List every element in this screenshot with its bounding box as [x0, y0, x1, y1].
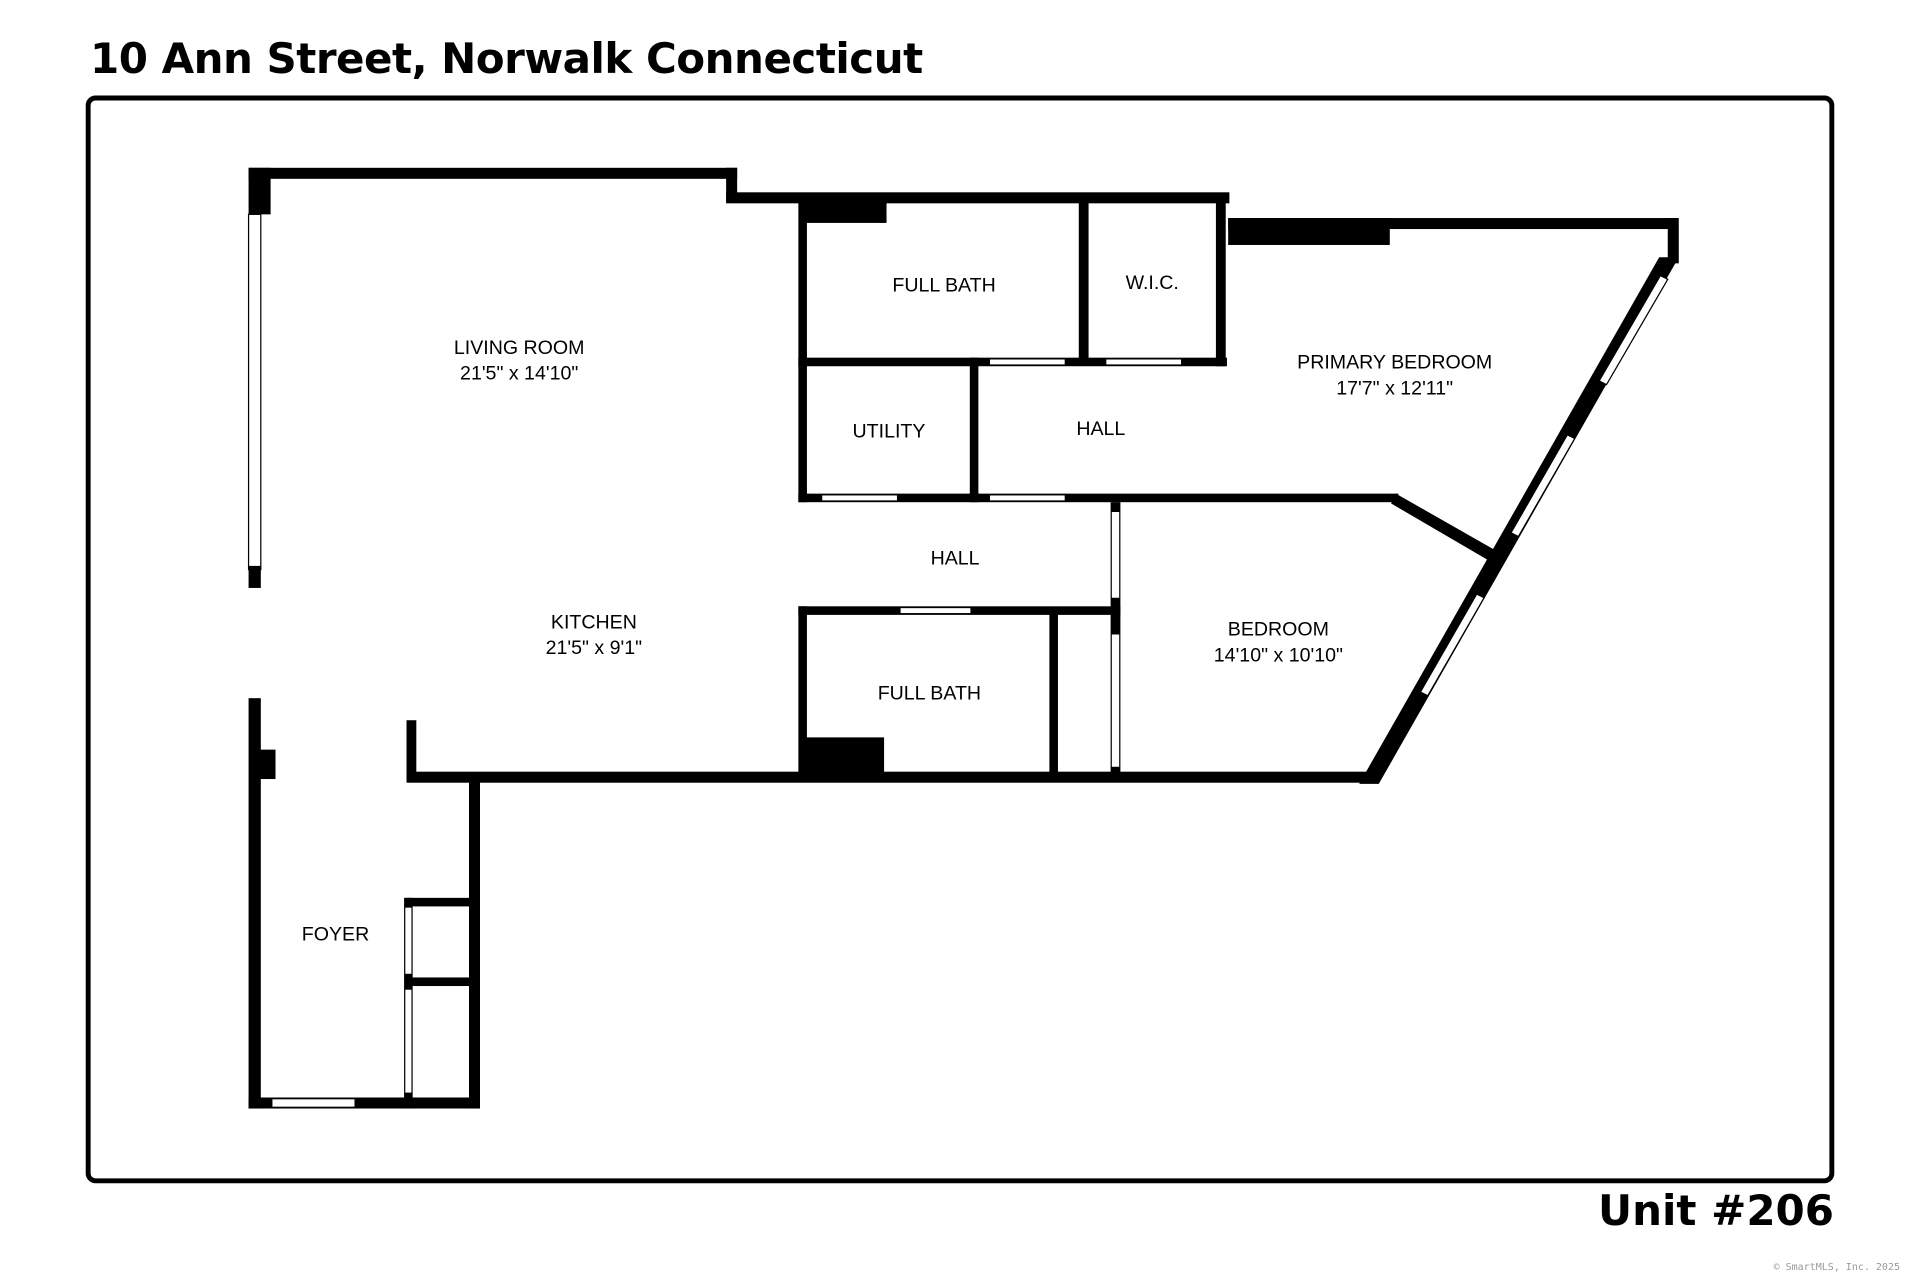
primary-bedroom-label: PRIMARY BEDROOM	[1297, 352, 1492, 374]
living-room-size: 21'5" x 14'10"	[460, 363, 578, 385]
kitchen-size: 21'5" x 9'1"	[546, 637, 643, 659]
living-room-label: LIVING ROOM	[454, 337, 585, 359]
copyright: © SmartMLS, Inc. 2025	[1773, 1262, 1900, 1273]
wic-label: W.I.C.	[1126, 272, 1179, 294]
page-title: 10 Ann Street, Norwalk Connecticut	[90, 34, 923, 83]
primary-bedroom-size: 17'7" x 12'11"	[1336, 377, 1453, 399]
kitchen-label: KITCHEN	[551, 611, 637, 633]
unit-number: Unit #206	[1598, 1186, 1834, 1235]
bedroom-label: BEDROOM	[1228, 619, 1329, 641]
hall-2-label: HALL	[931, 548, 980, 570]
plan-border	[85, 95, 1835, 1184]
full-bath-2-label: FULL BATH	[878, 682, 981, 704]
walls	[247, 167, 1679, 1109]
bedroom-size: 14'10" x 10'10"	[1214, 644, 1343, 666]
full-bath-1-label: FULL BATH	[892, 275, 995, 297]
doors-windows	[271, 274, 1669, 1108]
foyer-label: FOYER	[302, 924, 369, 946]
utility-label: UTILITY	[853, 420, 926, 442]
hall-1-label: HALL	[1076, 418, 1125, 440]
